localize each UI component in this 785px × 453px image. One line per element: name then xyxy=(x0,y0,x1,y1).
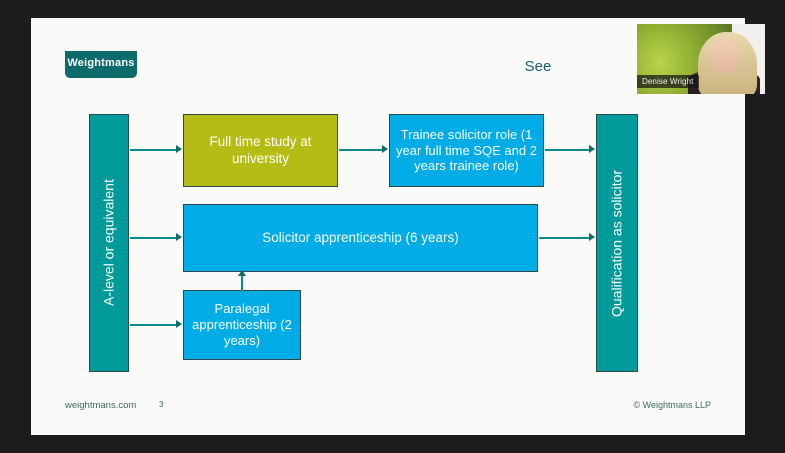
slide-footer: weightmans.com 3 © Weightmans LLP xyxy=(31,400,745,414)
flow-box-alevel-label: A-level or equivalent xyxy=(100,179,117,307)
footer-website: weightmans.com xyxy=(65,400,137,411)
video-participant-tile[interactable]: Denise Wright xyxy=(637,24,765,94)
flow-box-solicitor-apprenticeship: Solicitor apprenticeship (6 years) xyxy=(183,204,538,272)
connector-trainee-to-qualification xyxy=(545,149,590,151)
flow-box-solicitor-apprenticeship-label: Solicitor apprenticeship (6 years) xyxy=(262,229,459,245)
flow-box-paralegal-apprenticeship-label: Paralegal apprenticeship (2 years) xyxy=(192,301,292,348)
arrowhead-trainee-to-qualification xyxy=(589,145,595,153)
connector-paralegal-to-apprenticeship xyxy=(241,276,243,292)
flow-box-trainee-solicitor-label: Trainee solicitor role (1 year full time… xyxy=(396,126,537,174)
arrowhead-alevel-to-fulltime xyxy=(176,145,182,153)
connector-alevel-to-fulltime xyxy=(130,149,177,151)
arrowhead-paralegal-to-apprenticeship xyxy=(238,270,246,276)
flow-box-alevel: A-level or equivalent xyxy=(89,114,129,372)
flow-box-paralegal-apprenticeship: Paralegal apprenticeship (2 years) xyxy=(183,290,301,360)
flow-box-qualification-label: Qualification as solicitor xyxy=(608,169,625,317)
arrowhead-fulltime-to-trainee xyxy=(382,145,388,153)
connector-fulltime-to-trainee xyxy=(339,149,383,151)
arrowhead-alevel-to-apprenticeship xyxy=(176,233,182,241)
flow-box-full-time-study: Full time study at university xyxy=(183,114,338,187)
slide-heading: See xyxy=(524,58,552,75)
presentation-slide: Weightmans See A-level or equivalent Ful… xyxy=(31,18,745,435)
connector-alevel-to-apprenticeship xyxy=(130,237,177,239)
arrowhead-apprenticeship-to-qualification xyxy=(589,233,595,241)
video-person-face xyxy=(708,38,740,75)
footer-page-number: 3 xyxy=(159,400,164,409)
flow-box-trainee-solicitor: Trainee solicitor role (1 year full time… xyxy=(389,114,544,187)
flow-box-qualification: Qualification as solicitor xyxy=(596,114,638,372)
footer-copyright: © Weightmans LLP xyxy=(633,400,711,410)
weightmans-logo: Weightmans xyxy=(64,43,138,78)
logo-wave-shape xyxy=(64,43,138,51)
video-participant-name: Denise Wright xyxy=(637,75,700,88)
connector-apprenticeship-to-qualification xyxy=(539,237,590,239)
flow-box-full-time-study-label: Full time study at university xyxy=(209,134,312,166)
arrowhead-alevel-to-paralegal xyxy=(176,320,182,328)
logo-text: Weightmans xyxy=(67,57,135,69)
connector-alevel-to-paralegal xyxy=(130,324,177,326)
